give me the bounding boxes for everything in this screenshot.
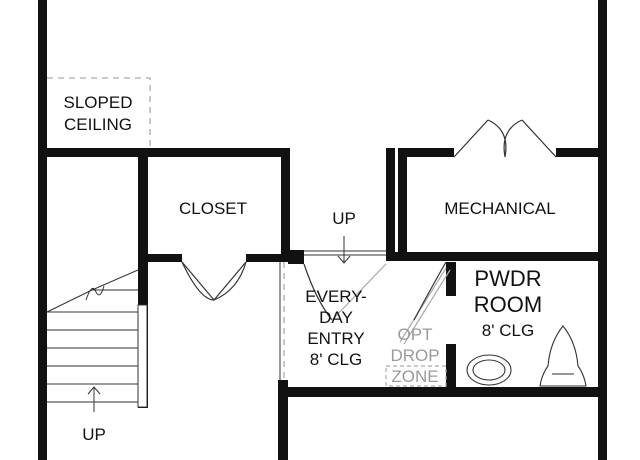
wall-mech-top-right bbox=[556, 148, 606, 157]
wall-mech-bottom bbox=[386, 252, 606, 261]
doors bbox=[181, 119, 557, 321]
opt-drop-zone-box bbox=[385, 365, 447, 387]
entry-label-line4: 8' CLG bbox=[310, 350, 362, 369]
pwdr-room-label-line3: 8' CLG bbox=[482, 321, 534, 340]
wall-closet-bottom-right bbox=[246, 254, 290, 262]
entry-arrow-head bbox=[337, 255, 351, 264]
entry-label-line3: ENTRY bbox=[307, 329, 364, 348]
wall-entry-bottom bbox=[278, 387, 606, 397]
stair-break-mark bbox=[85, 285, 105, 301]
entry-door-leaf bbox=[331, 263, 387, 321]
mech-door-right-swing bbox=[503, 119, 523, 158]
closet-door-swing bbox=[181, 261, 215, 301]
stairs bbox=[46, 269, 148, 412]
mech-door-right-leaf bbox=[521, 119, 557, 158]
labels: SLOPED CEILING CLOSET MECHANICAL UP UP E… bbox=[64, 93, 556, 444]
wall-closet-left bbox=[138, 148, 148, 408]
sink-outer bbox=[466, 354, 512, 386]
wall-closet-right bbox=[281, 148, 290, 260]
closet-door-right-leaf bbox=[213, 261, 247, 301]
stair-arrow-head bbox=[87, 386, 101, 395]
opt-drop-zone-line3: ZONE bbox=[391, 367, 438, 386]
pwdr-room-label-line2: ROOM bbox=[474, 292, 542, 317]
thin-lines bbox=[47, 77, 451, 387]
sloped-ceiling-outline bbox=[47, 77, 151, 148]
opt-drop-zone-diagonal bbox=[399, 267, 447, 343]
opt-drop-zone-line1: OPT bbox=[398, 325, 433, 344]
pwdr-room-label-line1: PWDR bbox=[474, 266, 541, 291]
stair-winder-1 bbox=[46, 269, 139, 313]
wall-pwdr-left-lower bbox=[446, 344, 456, 388]
stairs-up-label: UP bbox=[82, 425, 106, 444]
opt-drop-zone-diagonal-2 bbox=[403, 269, 451, 345]
entry-up-label: UP bbox=[332, 209, 356, 228]
opt-drop-zone-line2: DROP bbox=[390, 346, 439, 365]
entry-door-swing bbox=[303, 263, 333, 321]
fixtures bbox=[466, 325, 587, 387]
wall-closet-bottom-left bbox=[148, 254, 182, 262]
wall-sloped-bottom bbox=[38, 148, 290, 157]
wall-entry-left-lower bbox=[278, 380, 288, 460]
mech-door-left-swing bbox=[487, 119, 507, 158]
pwdr-door-swing bbox=[413, 261, 447, 321]
closet-door-swing-2 bbox=[213, 261, 247, 301]
stair-rail bbox=[137, 304, 148, 408]
entry-label-line2: DAY bbox=[319, 308, 353, 327]
closet-label: CLOSET bbox=[179, 199, 247, 218]
sloped-ceiling-label-line1: SLOPED bbox=[64, 93, 133, 112]
closet-door-left-leaf bbox=[181, 261, 215, 301]
toilet bbox=[539, 325, 587, 387]
entry-up-arrow bbox=[337, 236, 351, 264]
sink-inner bbox=[472, 359, 506, 381]
outer-wall-left bbox=[38, 0, 47, 460]
wall-pwdr-left bbox=[446, 262, 456, 296]
sloped-ceiling-label-line2: CEILING bbox=[64, 115, 132, 134]
mechanical-label: MECHANICAL bbox=[444, 199, 555, 218]
mech-door-left-leaf bbox=[453, 119, 489, 158]
walls bbox=[38, 0, 607, 460]
wall-entry-column bbox=[288, 250, 304, 264]
wall-mech-top-left bbox=[398, 148, 454, 157]
wall-mech-outer bbox=[386, 148, 395, 256]
entry-label-line1: EVERY- bbox=[305, 287, 366, 306]
outer-wall-right bbox=[598, 0, 607, 460]
wall-mech-left bbox=[398, 148, 407, 256]
